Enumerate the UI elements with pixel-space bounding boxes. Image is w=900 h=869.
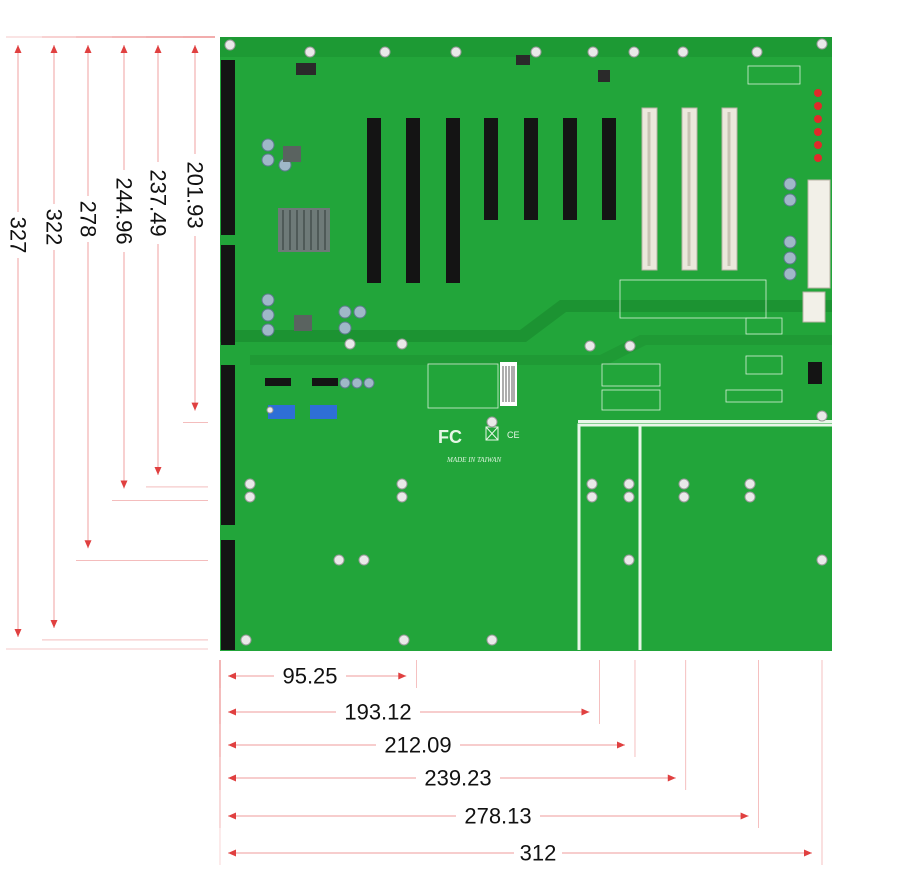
ic-top-3 — [598, 70, 610, 82]
pcb-trace-band-2 — [250, 335, 832, 365]
horizontal-dimension: 312 — [219, 660, 823, 866]
horizontal-dimensions: 95.25 193.12 212.09 239.23 278.13 312 — [219, 660, 823, 866]
horizontal-dimension-label: 193.12 — [344, 700, 411, 725]
arrowhead — [120, 45, 128, 53]
vertical-dimension: 237.49 — [146, 36, 215, 488]
vertical-dimension: 278 — [76, 36, 215, 561]
arrowhead — [228, 849, 236, 857]
arrowhead — [228, 774, 236, 782]
vertical-dimension-label: 327 — [6, 217, 31, 254]
ic-top-2 — [516, 55, 530, 65]
arrowhead — [581, 708, 590, 716]
arrowhead — [667, 774, 676, 782]
horizontal-dimension-label: 278.13 — [464, 804, 531, 829]
horizontal-dimension: 95.25 — [219, 660, 417, 689]
aux-power-connector — [802, 291, 826, 323]
horizontal-dimension: 212.09 — [219, 660, 636, 758]
arrowhead — [50, 619, 58, 628]
arrowhead — [14, 45, 22, 53]
arrowhead — [191, 402, 199, 411]
arrowhead — [228, 672, 236, 680]
left-edge-connector-1 — [221, 60, 235, 235]
arrowhead — [154, 45, 162, 53]
mosfet-2 — [294, 315, 312, 331]
vertical-dimension: 244.96 — [112, 36, 215, 501]
horizontal-dimension: 278.13 — [219, 660, 759, 829]
atx-power-connector — [807, 179, 831, 289]
vertical-dimension-label: 322 — [42, 209, 67, 246]
ic-top-1 — [296, 63, 316, 75]
pcie-slots — [367, 118, 616, 283]
arrowhead — [228, 812, 236, 820]
left-edge-connector-4 — [221, 540, 235, 650]
barcode-label — [500, 362, 517, 406]
pci-slots — [641, 107, 738, 271]
arrowhead — [228, 708, 236, 716]
horizontal-dimension-label: 95.25 — [282, 664, 337, 689]
vertical-dimension: 327 — [6, 36, 215, 650]
mounting-holes — [224, 38, 828, 646]
horizontal-dimension-label: 239.23 — [424, 766, 491, 791]
horizontal-dimension: 239.23 — [219, 660, 687, 791]
status-leds — [814, 89, 822, 162]
arrowhead — [616, 741, 625, 749]
arrowhead — [50, 45, 58, 53]
vertical-dimension-label: 237.49 — [146, 169, 171, 236]
arrowhead — [804, 849, 812, 857]
vertical-dimension: 322 — [42, 36, 215, 641]
vertical-dimensions: 201.93 237.49 244.96 278 322 327 — [6, 36, 215, 650]
arrowhead — [120, 480, 128, 489]
arrowhead — [84, 540, 92, 549]
cutout-outlines — [577, 423, 832, 650]
left-edge-connector-2 — [221, 245, 235, 345]
arrowhead — [14, 629, 22, 637]
fc-mark: FC — [438, 427, 462, 447]
pcb-board: FC CE MADE IN TAIWAN — [220, 37, 832, 651]
made-in-marking: MADE IN TAIWAN — [446, 456, 502, 464]
left-edge-connector-3 — [221, 365, 235, 525]
sata-connector-1 — [268, 405, 295, 419]
mosfet-1 — [283, 146, 301, 162]
silkscreen-tables — [427, 65, 801, 411]
arrowhead — [154, 466, 162, 475]
pin-headers — [265, 362, 822, 386]
arrowhead — [740, 812, 749, 820]
arrowhead — [191, 45, 199, 53]
vertical-dimension-label: 244.96 — [112, 177, 137, 244]
ce-mark: CE — [507, 430, 520, 440]
sata-connector-2 — [310, 405, 337, 419]
horizontal-dimension-label: 312 — [520, 841, 557, 866]
horizontal-dimension: 193.12 — [219, 660, 600, 725]
arrowhead — [84, 45, 92, 53]
horizontal-dimension-label: 212.09 — [384, 733, 451, 758]
vertical-dimension-label: 278 — [76, 201, 101, 238]
pcb-trace-band — [220, 300, 832, 342]
vertical-dimension: 201.93 — [183, 36, 215, 423]
arrowhead — [228, 741, 236, 749]
vertical-dimension-label: 201.93 — [183, 161, 208, 228]
arrowhead — [398, 672, 407, 680]
